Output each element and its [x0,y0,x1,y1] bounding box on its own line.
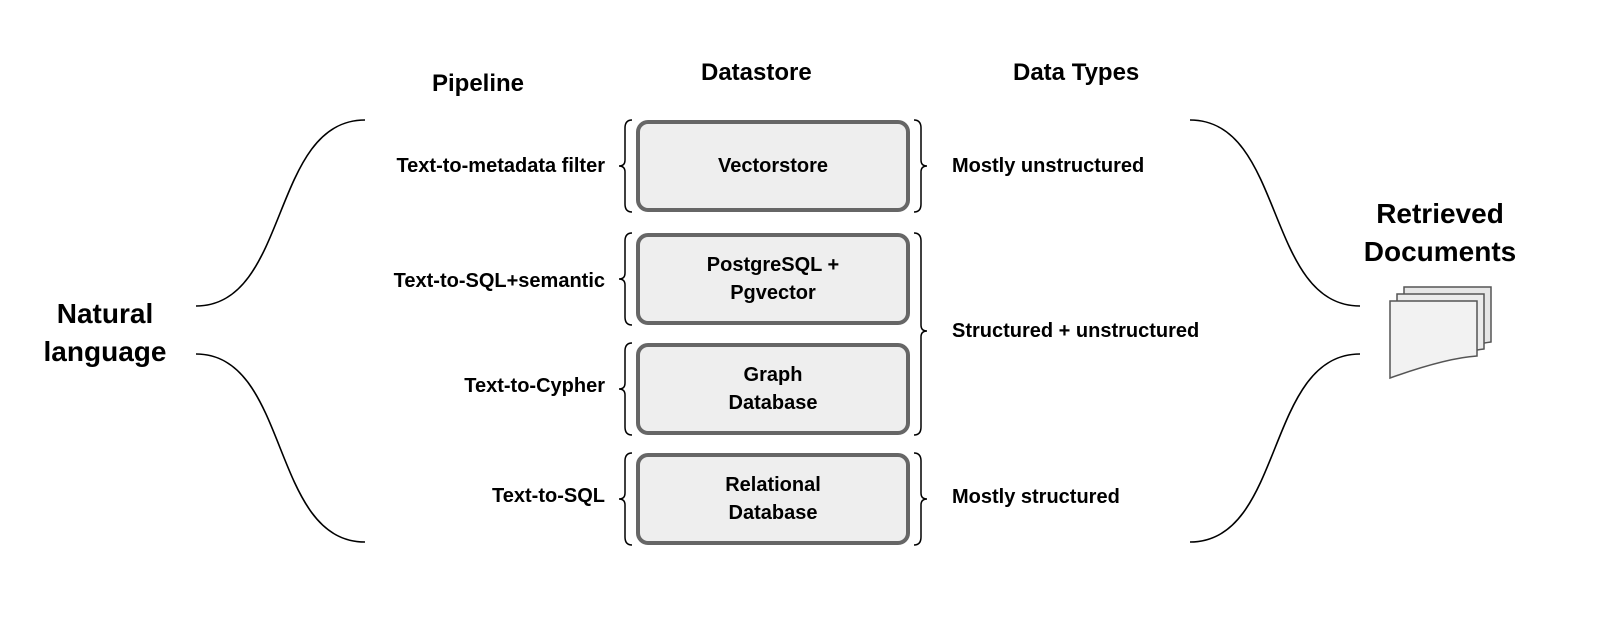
datastore-label: Pgvector [730,282,816,304]
right-brace-mixed [913,232,928,436]
datastore-label: Graph [743,364,803,386]
pipeline-label: Text-to-metadata filter [396,155,605,177]
output-label-line1: Retrieved [1376,198,1504,229]
datastore-label: Relational [725,474,821,496]
pipeline-header: Pipeline [432,70,525,97]
pipeline-label: Text-to-SQL+semantic [393,270,605,292]
input-curve-lower [195,353,366,543]
left-brace-relational [618,452,633,546]
data-type-label: Mostly unstructured [952,155,1145,177]
datastore-box-vectorstore: Vectorstore [636,120,910,212]
datastore-label: Database [728,392,818,414]
input-label: Natural language [20,295,190,371]
datastore-box-graph: Graph Database [636,343,910,435]
datastore-label: PostgreSQL + [706,254,840,276]
documents-stack-icon [1389,286,1492,380]
output-label: Retrieved Documents [1340,195,1540,271]
left-brace-vectorstore [618,119,633,213]
pipeline-label: Text-to-Cypher [464,375,605,397]
right-brace-unstructured [913,119,928,213]
left-brace-postgres [618,232,633,326]
right-brace-structured [913,452,928,546]
input-curve-upper [195,119,366,307]
data-type-label: Structured + unstructured [952,320,1200,342]
output-curve-lower [1189,353,1361,543]
datastore-label: Database [728,502,818,524]
datastore-label: Vectorstore [717,155,829,177]
datastore-header: Datastore [701,59,812,86]
data-type-label: Mostly structured [952,486,1120,508]
datastore-box-postgres: PostgreSQL + Pgvector [636,233,910,325]
input-label-line1: Natural [56,298,154,329]
input-label-line2: language [43,336,167,367]
output-label-line2: Documents [1363,236,1517,267]
pipeline-label: Text-to-SQL [492,485,605,507]
left-brace-graph [618,342,633,436]
data-types-header: Data Types [1013,59,1140,86]
datastore-box-relational: Relational Database [636,453,910,545]
output-curve-upper [1189,119,1361,307]
